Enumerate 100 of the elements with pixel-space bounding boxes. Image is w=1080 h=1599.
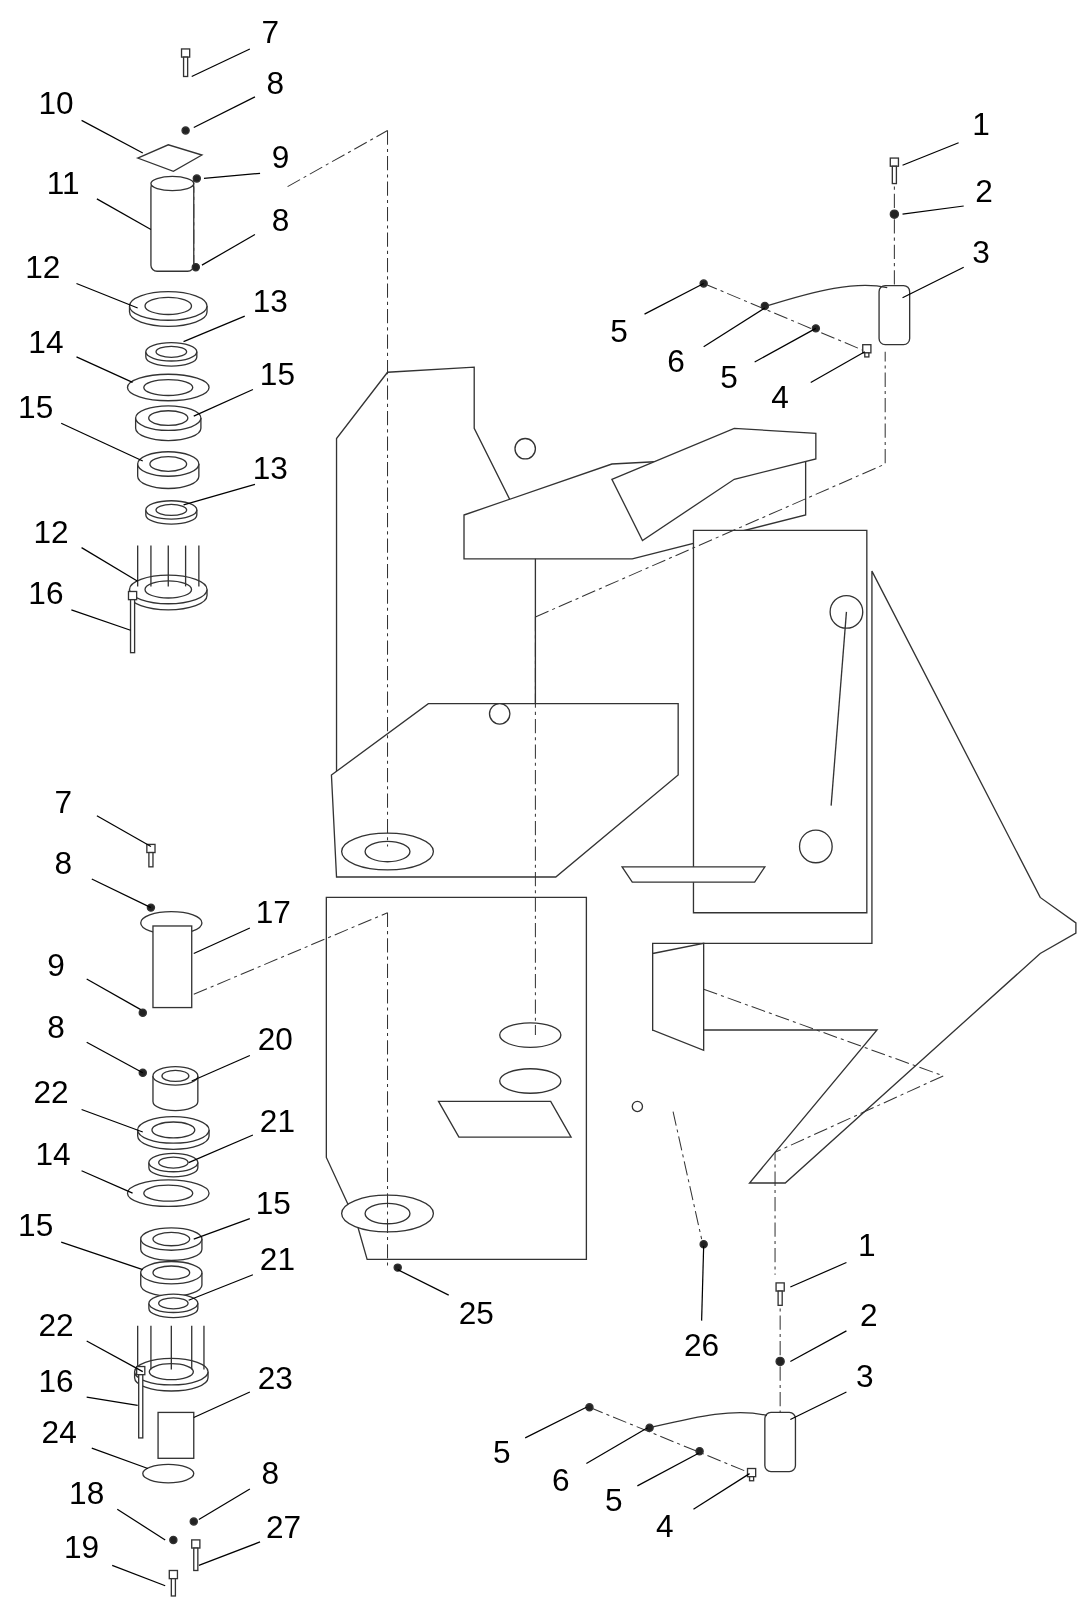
leader-line (198, 1541, 261, 1566)
leader-line (692, 1473, 751, 1510)
leader-line (397, 1269, 450, 1296)
callout-number: 14 (35, 1138, 71, 1171)
callout-number: 11 (46, 167, 80, 200)
leader-line (75, 356, 134, 384)
leader-line (70, 609, 132, 631)
callout-number: 8 (261, 1457, 280, 1490)
leader-line (193, 1391, 251, 1419)
callout-number: 8 (271, 205, 290, 238)
leader-line (60, 422, 144, 462)
leader-line (75, 282, 139, 309)
callout-number: 7 (54, 786, 72, 819)
leader-line (80, 1108, 144, 1133)
leader-line (80, 119, 144, 154)
callout-number: 15 (18, 1209, 54, 1243)
callout-number: 16 (28, 577, 64, 610)
leader-line (96, 198, 152, 231)
callout-number: 13 (252, 285, 288, 319)
callout-number: 12 (25, 251, 61, 285)
callout-number: 22 (33, 1076, 69, 1110)
callout-number: 2 (975, 175, 993, 209)
leader-line (198, 1488, 251, 1521)
callout-number: 13 (252, 452, 288, 486)
callout-number: 19 (64, 1531, 100, 1565)
leader-line (193, 1218, 251, 1240)
callout-number: 27 (265, 1511, 302, 1544)
callout-number: 10 (38, 87, 74, 121)
leader-line (193, 96, 256, 129)
callout-number: 3 (856, 1360, 874, 1394)
leader-line (80, 1170, 134, 1194)
leader-line (703, 307, 766, 348)
leader-line (524, 1406, 587, 1439)
leader-line (191, 1054, 251, 1082)
callout-number: 17 (255, 896, 291, 930)
callout-number: 26 (684, 1329, 720, 1363)
leader-line (91, 1447, 149, 1470)
leader-line (182, 315, 246, 343)
callout-number: 9 (271, 141, 290, 175)
leader-line (585, 1427, 649, 1464)
callout-number: 25 (458, 1297, 494, 1330)
leader-line (91, 878, 152, 909)
callout-number: 6 (667, 345, 685, 379)
leader-line (643, 282, 705, 315)
leader-line (80, 547, 139, 582)
callout-number: 1 (972, 108, 990, 141)
leader-line (191, 48, 251, 78)
leader-line (193, 927, 251, 955)
callout-number: 6 (552, 1464, 570, 1498)
leader-line (901, 266, 965, 299)
callout-number: 8 (54, 847, 72, 881)
leader-line (701, 1245, 705, 1322)
leader-line (182, 483, 256, 506)
leader-line (116, 1508, 166, 1541)
callout-number: 7 (261, 16, 280, 49)
callout-number: 15 (255, 1187, 291, 1220)
callout-number: 5 (605, 1484, 623, 1518)
callout-number: 5 (720, 361, 738, 394)
callout-number: 1 (858, 1229, 876, 1263)
callout-number: 4 (771, 381, 789, 415)
leader-line (111, 1564, 166, 1587)
callout-number: 18 (69, 1477, 105, 1511)
leader-line (86, 978, 142, 1011)
leader-line (60, 1241, 144, 1271)
callout-number: 23 (257, 1362, 293, 1396)
callout-number: 8 (47, 1011, 65, 1045)
leader-line (86, 1340, 144, 1373)
callout-number: 24 (41, 1416, 77, 1450)
leader-line (901, 205, 965, 215)
leader-line (810, 351, 866, 384)
callout-number: 22 (38, 1309, 74, 1343)
callout-number: 15 (259, 358, 295, 392)
leader-line (789, 1391, 848, 1421)
leader-line (96, 815, 152, 848)
leader-line (789, 1261, 848, 1288)
leader-line (201, 233, 256, 266)
callout-number: 15 (18, 391, 54, 425)
callout-number: 20 (257, 1023, 293, 1057)
callout-number: 12 (33, 516, 69, 549)
leader-line (901, 142, 960, 166)
leader-line (188, 1134, 254, 1164)
leader-line (203, 172, 261, 180)
callout-number: 2 (860, 1299, 878, 1332)
callout-number: 3 (972, 236, 990, 270)
leader-line (86, 1396, 139, 1406)
leader-line (193, 388, 254, 417)
callout-number: 9 (47, 949, 65, 983)
callout-number: 4 (656, 1510, 674, 1543)
callout-number: 14 (28, 326, 64, 359)
callout-number: 8 (266, 67, 285, 100)
leader-line (188, 1274, 254, 1301)
callout-number: 5 (492, 1436, 511, 1470)
callout-number: 16 (38, 1365, 74, 1399)
leader-line (789, 1330, 848, 1363)
callout-number: 5 (610, 315, 628, 348)
callout-number: 21 (259, 1243, 295, 1276)
leader-line (86, 1041, 144, 1074)
leader-line (636, 1452, 700, 1487)
callout-number: 21 (259, 1105, 295, 1139)
leader-line (754, 327, 817, 363)
